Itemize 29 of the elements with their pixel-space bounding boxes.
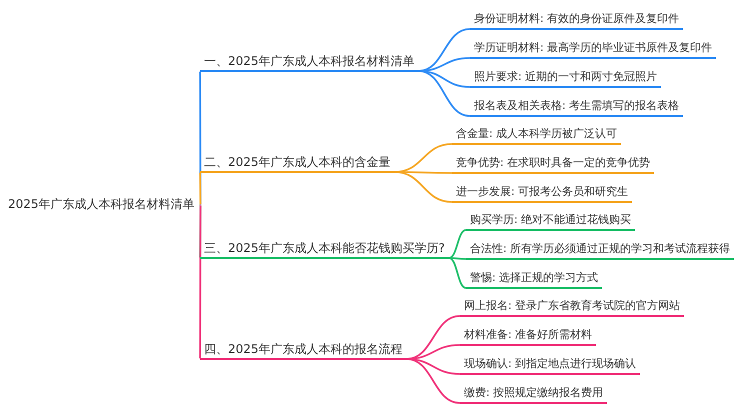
branch-connector bbox=[199, 204, 202, 360]
topic-text: 三、2025年广东成人本科能否花钱购买学历? bbox=[200, 239, 449, 259]
topic-text: 报名表及相关表格: 考生需填写的报名表格 bbox=[470, 97, 684, 117]
topic-text: 进一步发展: 可报考公务员和研究生 bbox=[452, 183, 632, 203]
branch-connector bbox=[418, 70, 470, 117]
topic-text: 合法性: 所有学历必须通过正规的学习和考试流程获得 bbox=[466, 240, 734, 260]
branch-connector bbox=[199, 172, 202, 206]
central-topic: 2025年广东成人本科报名材料清单 bbox=[4, 195, 199, 215]
branch-connector bbox=[394, 171, 452, 203]
topic-text: 材料准备: 准备好所需材料 bbox=[460, 326, 596, 346]
topic-text: 含金量: 成人本科学历被广泛认可 bbox=[452, 125, 622, 145]
topic-text: 购买学历: 绝对不能通过花钱购买 bbox=[466, 211, 636, 231]
topic-text: 现场确认: 到指定地点进行现场确认 bbox=[460, 355, 640, 375]
topic-text: 缴费: 按照规定缴纳报名费用 bbox=[460, 384, 608, 404]
branch-connector bbox=[448, 257, 466, 289]
branch-connector bbox=[406, 358, 460, 404]
branch-connector bbox=[448, 257, 466, 260]
topic-text: 竞争优势: 在求职时具备一定的竞争优势 bbox=[452, 154, 654, 174]
branch-connector bbox=[406, 358, 460, 375]
topic-text: 二、2025年广东成人本科的含金量 bbox=[200, 153, 395, 173]
topic-text: 照片要求: 近期的一寸和两寸免冠照片 bbox=[470, 68, 662, 88]
branch-connector bbox=[448, 229, 466, 259]
topic-text: 一、2025年广东成人本科报名材料清单 bbox=[200, 52, 419, 72]
topic-text: 身份证明材料: 有效的身份证原件及复印件 bbox=[470, 10, 684, 30]
topic-text: 警惕: 选择正规的学习方式 bbox=[466, 269, 602, 289]
topic-text: 四、2025年广东成人本科的报名流程 bbox=[200, 340, 407, 360]
branch-connector bbox=[394, 171, 452, 174]
topic-text: 网上报名: 登录广东省教育考试院的官方网站 bbox=[460, 297, 684, 317]
topic-text: 学历证明材料: 最高学历的毕业证书原件及复印件 bbox=[470, 39, 716, 59]
